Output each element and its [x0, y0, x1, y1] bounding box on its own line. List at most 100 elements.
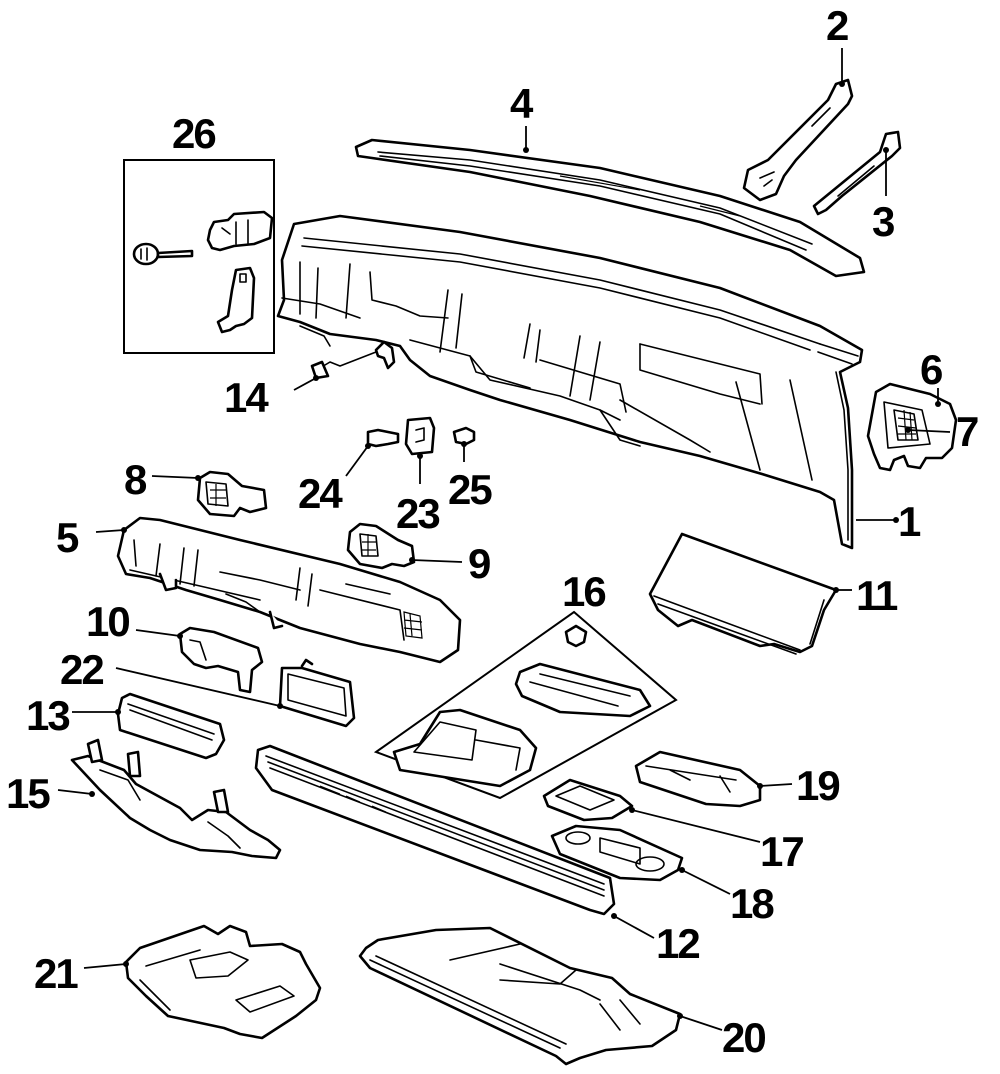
callout-label-22: 22	[60, 646, 103, 693]
leader-dot-22	[277, 703, 283, 709]
callout-13: 13	[26, 692, 121, 739]
leader-line-15	[57, 789, 93, 795]
part-12-lower-trim-panel	[254, 744, 616, 916]
part-23-switch	[404, 416, 436, 456]
callout-26: 26	[172, 110, 217, 157]
part-18-cup-holder	[550, 824, 684, 882]
leader-line-7	[907, 429, 951, 433]
lock-cylinder-key	[132, 242, 194, 266]
part-7-side-vent-louver	[893, 409, 919, 441]
callout-6: 6	[920, 346, 944, 407]
leader-dot-13	[115, 709, 121, 715]
leader-dot-11	[833, 587, 839, 593]
part-14-bracket	[310, 340, 396, 380]
leader-dot-7	[905, 427, 911, 433]
leader-line-14	[293, 377, 317, 391]
callout-label-13: 13	[26, 692, 69, 739]
callout-7: 7	[905, 408, 980, 455]
leader-dot-10	[177, 633, 183, 639]
leader-line-12	[613, 915, 655, 939]
callout-label-19: 19	[796, 762, 839, 809]
part-10-steering-column-trim	[178, 626, 264, 694]
leader-dot-12	[611, 913, 617, 919]
leader-dot-1	[893, 517, 899, 523]
callout-23: 23	[396, 453, 441, 537]
callout-18: 18	[679, 867, 776, 927]
leader-line-20	[679, 1015, 723, 1031]
part-5-cluster-bezel	[116, 516, 462, 664]
callout-16: 16	[562, 568, 607, 615]
callout-19: 19	[757, 762, 841, 809]
leader-dot-6	[935, 401, 941, 407]
callout-label-17: 17	[760, 828, 803, 875]
callout-label-21: 21	[34, 950, 78, 997]
leader-line-9	[411, 559, 463, 563]
callout-15: 15	[6, 770, 95, 817]
callout-5: 5	[56, 514, 127, 561]
callout-24: 24	[298, 443, 371, 517]
callout-22: 22	[60, 646, 283, 709]
leader-line-18	[681, 869, 731, 895]
lock-housing	[206, 210, 274, 252]
callout-label-9: 9	[468, 540, 490, 587]
part-11-glove-box-door	[648, 532, 838, 655]
leader-dot-3	[883, 147, 889, 153]
kit-outline	[373, 610, 678, 800]
part-2-brace	[742, 78, 854, 202]
part-8-left-air-vent	[196, 470, 268, 518]
leader-dot-15	[89, 791, 95, 797]
callout-17: 17	[629, 807, 805, 875]
part-17-ash-receptacle	[542, 778, 634, 822]
callout-label-20: 20	[722, 1014, 765, 1061]
part-25-bulb	[452, 426, 476, 446]
callout-14: 14	[224, 374, 319, 421]
leader-line-19	[759, 783, 793, 787]
callout-label-5: 5	[56, 514, 79, 561]
leader-dot-18	[679, 867, 685, 873]
callout-label-1: 1	[898, 498, 921, 545]
callout-label-7: 7	[956, 408, 978, 455]
callout-label-24: 24	[298, 470, 343, 517]
callout-label-25: 25	[448, 466, 492, 513]
leader-dot-20	[677, 1013, 683, 1019]
callout-label-4: 4	[510, 80, 534, 127]
callout-label-6: 6	[920, 346, 942, 393]
leader-dot-4	[523, 147, 529, 153]
callout-label-14: 14	[224, 374, 269, 421]
leader-dot-2	[839, 81, 845, 87]
callout-label-11: 11	[856, 572, 898, 619]
callout-8: 8	[124, 456, 201, 503]
leader-dot-9	[409, 557, 415, 563]
callout-label-12: 12	[656, 920, 699, 967]
callout-1: 1	[856, 498, 923, 545]
callout-label-26: 26	[172, 110, 215, 157]
leader-dot-17	[629, 807, 635, 813]
part-24-bulb-socket	[366, 428, 400, 448]
callout-2: 2	[826, 2, 850, 87]
part-21-lower-panel-left	[124, 924, 322, 1040]
leader-line-22	[115, 667, 281, 707]
part-4-defroster-grille	[354, 138, 866, 278]
leader-dot-23	[417, 453, 423, 459]
part-19-storage-compartment	[634, 750, 762, 808]
callout-11: 11	[833, 572, 900, 619]
callout-label-15: 15	[6, 770, 50, 817]
callout-label-3: 3	[872, 198, 894, 245]
callout-label-18: 18	[730, 880, 774, 927]
part-13-trim-strip	[116, 692, 226, 760]
callout-10: 10	[86, 598, 183, 645]
part-9-center-air-vent	[346, 522, 416, 570]
callout-20: 20	[677, 1013, 767, 1061]
callout-4: 4	[510, 80, 536, 153]
part-1-instrument-panel	[276, 214, 864, 550]
part-3-brace	[812, 130, 902, 216]
leader-dot-14	[313, 375, 319, 381]
leader-dot-24	[365, 443, 371, 449]
leader-line-21	[83, 963, 127, 969]
leader-line-24	[345, 445, 369, 477]
leader-line-17	[631, 809, 761, 843]
callout-12: 12	[611, 913, 701, 967]
part-22-switch-bezel	[278, 658, 356, 728]
